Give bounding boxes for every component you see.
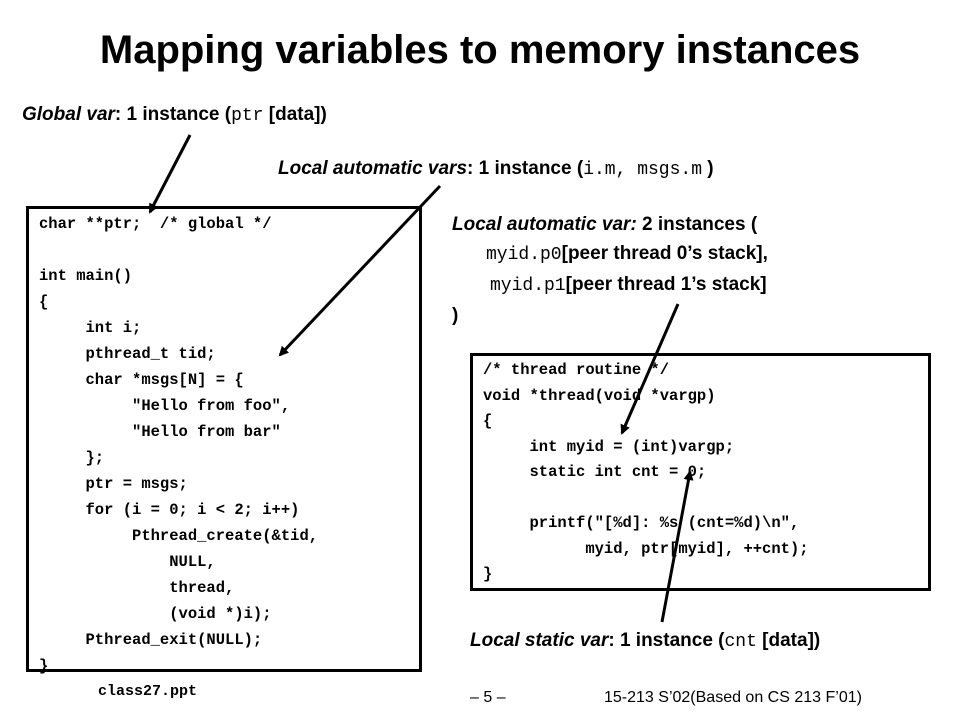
annotation-local-static: Local static var: 1 instance (cnt [data]… <box>470 630 820 652</box>
footer-filename: class27.ppt <box>98 683 198 700</box>
code-line: thread, <box>39 579 235 597</box>
main-code: char **ptr; /* global */ int main() { int… <box>39 211 419 679</box>
annotation-text: [peer thread 0’s stack], <box>561 243 768 264</box>
annotation-code: ptr <box>231 106 264 126</box>
code-line: "Hello from bar" <box>39 423 281 441</box>
annotation-local-auto-thread: Local automatic var: 2 instances ( myid.… <box>452 210 768 330</box>
annotation-global-var: Global var: 1 instance (ptr [data]) <box>22 104 327 126</box>
annotation-label: Local automatic vars <box>278 158 468 179</box>
code-line: int myid = (int)vargp; <box>483 437 735 456</box>
code-line: char *msgs[N] = { <box>39 371 244 389</box>
thread-code: /* thread routine */ void *thread(void *v… <box>483 358 928 588</box>
annotation-text: : 1 instance ( <box>467 158 584 179</box>
arrow-local-static <box>660 470 694 623</box>
annotation-label: Global var <box>22 104 115 125</box>
annotation-text: : 1 instance ( <box>114 104 232 125</box>
code-line: char **ptr; /* global */ <box>39 215 272 233</box>
annotation-label: Local static var <box>470 630 609 651</box>
footer-page-number: – 5 – <box>470 689 506 706</box>
arrow-global-var <box>148 134 192 214</box>
annotation-suffix: [data]) <box>263 104 327 125</box>
annotation-code-p0: myid.p0 <box>486 245 562 265</box>
main-code-box: char **ptr; /* global */ int main() { int… <box>26 206 422 675</box>
annotation-code: i.m, msgs.m <box>583 160 703 180</box>
footer-course: 15-213 S’02(Based on CS 213 F’01) <box>604 689 862 706</box>
code-line: }; <box>39 449 105 467</box>
code-line: } <box>39 657 49 675</box>
code-line: /* thread routine */ <box>483 361 670 379</box>
annotation-text: 2 instances ( <box>636 214 758 235</box>
code-line: static int cnt = 0; <box>483 463 707 481</box>
code-line: } <box>483 565 493 583</box>
annotation-close-paren: ) <box>452 305 459 326</box>
thread-code-box: /* thread routine */ void *thread(void *v… <box>470 353 931 591</box>
code-line: { <box>39 293 49 311</box>
code-line: for (i = 0; i < 2; i++) <box>39 501 300 519</box>
code-line: "Hello from foo", <box>39 397 291 415</box>
code-line: Pthread_create(&tid, <box>39 527 319 545</box>
code-line: int main() <box>39 267 133 285</box>
annotation-local-auto-main: Local automatic vars: 1 instance (i.m, m… <box>278 158 714 180</box>
code-line: printf("[%d]: %s (cnt=%d)\n", <box>483 514 800 532</box>
slide-title: Mapping variables to memory instances <box>99 28 861 72</box>
annotation-code-p1: myid.p1 <box>490 276 566 296</box>
code-line: NULL, <box>39 553 216 571</box>
annotation-suffix: ) <box>702 158 714 179</box>
arrow-local-auto-main <box>278 184 442 357</box>
code-line: void *thread(void *vargp) <box>483 386 716 405</box>
arrow-local-auto-thread <box>620 303 680 435</box>
code-line: (void *)i); <box>39 605 272 623</box>
code-line: Pthread_exit(NULL); <box>39 631 263 649</box>
code-line: ptr = msgs; <box>39 475 188 493</box>
annotation-text: : 1 instance ( <box>608 630 725 651</box>
code-line: pthread_t tid; <box>39 345 216 363</box>
annotation-label: Local automatic var: <box>452 214 637 235</box>
code-line: myid, ptr[myid], ++cnt); <box>483 539 809 558</box>
annotation-text: [peer thread 1’s stack] <box>565 274 767 295</box>
annotation-code: cnt <box>724 632 757 652</box>
code-line: int i; <box>39 319 142 337</box>
code-line: { <box>483 412 493 430</box>
annotation-suffix: [data]) <box>756 630 821 651</box>
